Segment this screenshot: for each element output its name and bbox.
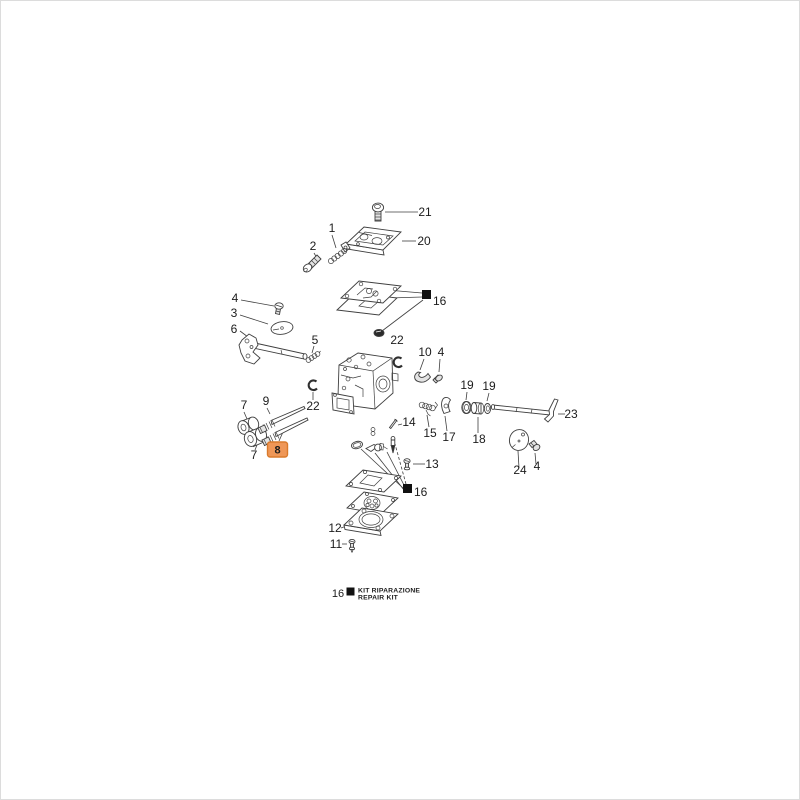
- screw-4-middle-drawing: [432, 374, 443, 384]
- needle-14-drawing: [388, 418, 398, 430]
- bracket-17-drawing: [441, 396, 452, 415]
- screw-4-left-drawing: [274, 302, 284, 316]
- kit-marker-top: [422, 290, 431, 299]
- callout-20: 20: [417, 234, 431, 248]
- legend-line2: REPAIR KIT: [358, 595, 399, 602]
- callout-17: 17: [442, 430, 456, 444]
- pump-plate-stack-drawing: [335, 280, 403, 316]
- welch-plug-22-drawing: [373, 329, 385, 337]
- callout-5: 5: [312, 333, 319, 347]
- small-clip-drawing: [370, 427, 376, 436]
- callout-24: 24: [513, 463, 527, 477]
- callout-16-bottom: 16: [414, 485, 428, 499]
- callout-7-bottom: 7: [251, 448, 258, 462]
- disc-24-drawing: [508, 429, 530, 451]
- legend-number: 16: [332, 588, 344, 600]
- callout-4-right: 4: [534, 459, 541, 473]
- callout-21: 21: [418, 205, 432, 219]
- washer-19-right-drawing: [483, 403, 492, 414]
- choke-rod-23-drawing: [490, 398, 559, 423]
- screw-2-drawing: [302, 254, 322, 273]
- repair-kit-legend: 16 KIT RIPARAZIONE REPAIR KIT: [332, 587, 420, 602]
- callout-9: 9: [263, 394, 270, 408]
- callout-6: 6: [231, 322, 238, 336]
- legend-kit-swatch: [346, 587, 355, 596]
- callout-15: 15: [423, 426, 437, 440]
- spring-1-drawing: [328, 248, 349, 264]
- callout-23: 23: [564, 407, 578, 421]
- spring-5-drawing: [305, 350, 321, 363]
- callout-13: 13: [425, 457, 439, 471]
- callout-4-middle: 4: [438, 345, 445, 359]
- bottom-cover-12-drawing: [343, 507, 399, 537]
- cover-plate-20-drawing: [340, 226, 402, 256]
- callout-14: 14: [402, 415, 416, 429]
- highlight-box[interactable]: [266, 441, 289, 458]
- oval-gasket-drawing: [351, 440, 363, 450]
- highlighted-part-8[interactable]: 8: [266, 441, 289, 458]
- callout-3: 3: [231, 306, 238, 320]
- callout-7-top: 7: [241, 398, 248, 412]
- swivel-10-drawing: [414, 371, 432, 383]
- c-clip-left-22: [307, 379, 318, 392]
- metering-lever-drawing: [365, 443, 388, 453]
- callout-12: 12: [328, 521, 342, 535]
- callout-1: 1: [329, 221, 336, 235]
- screw-21-drawing: [371, 202, 385, 222]
- callout-22-top: 22: [390, 333, 404, 347]
- screw-13-drawing: [403, 458, 411, 471]
- callout-numbers: 21 20 1 2 16 22 4 3 6 5 10 4 19 19 23 14…: [231, 205, 578, 551]
- callout-19-right: 19: [482, 379, 496, 393]
- carburetor-body-drawing: [331, 352, 399, 415]
- kit-marker-bottom: [403, 484, 412, 493]
- leader-lines: [239, 211, 565, 545]
- callout-22-bottom: 22: [306, 399, 320, 413]
- callout-4-left: 4: [232, 291, 239, 305]
- throttle-lever-6-drawing: [238, 333, 308, 365]
- callout-8-highlighted[interactable]: 8: [274, 445, 280, 457]
- callout-2: 2: [310, 239, 317, 253]
- spring-15-drawing: [418, 401, 438, 417]
- callout-19-left: 19: [460, 378, 474, 392]
- callout-16-top: 16: [433, 294, 447, 308]
- screw-4-right-drawing: [528, 439, 541, 452]
- c-clip-right: [392, 356, 403, 369]
- throttle-plate-3-drawing: [270, 321, 294, 335]
- callout-10: 10: [418, 345, 432, 359]
- washer-19-left-drawing: [461, 401, 472, 414]
- metering-gasket-drawing: [345, 469, 402, 493]
- screw-11-drawing: [348, 538, 356, 553]
- callout-11: 11: [330, 537, 343, 551]
- mixture-screw-9-drawing: [257, 405, 306, 435]
- inlet-needle-drawing: [390, 435, 396, 454]
- legend-line1: KIT RIPARAZIONE: [358, 588, 420, 595]
- callout-18: 18: [472, 432, 486, 446]
- spacer-18-drawing: [470, 402, 485, 415]
